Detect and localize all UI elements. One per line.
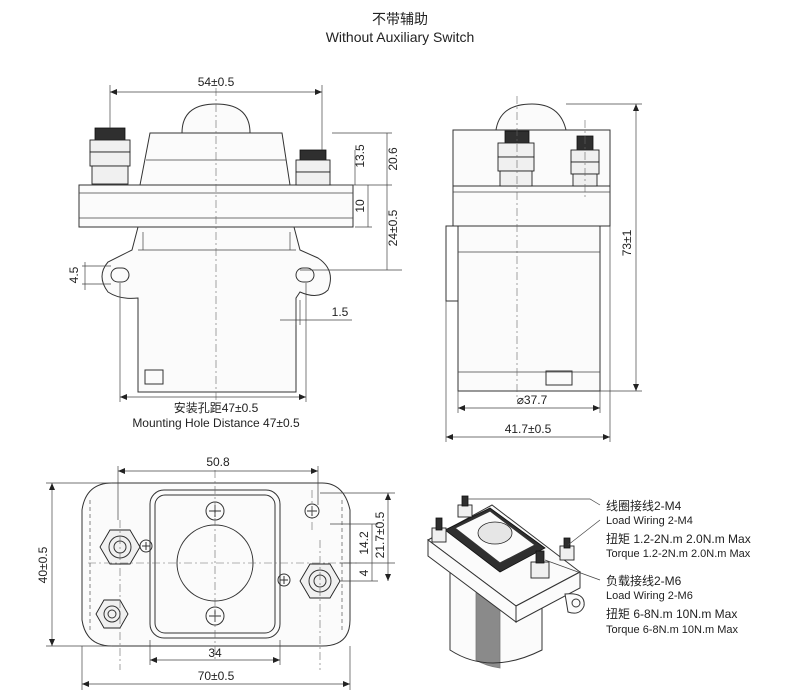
dim-top-height-right: 21.7±0.5 [373, 511, 387, 558]
callout-coil-cn: 线圈接线2-M4 [606, 498, 682, 513]
dim-side-diameter: ⌀37.7 [517, 393, 548, 407]
dim-top-center: 34 [208, 646, 222, 660]
dim-front-h-lower: 24±0.5 [386, 209, 400, 246]
callout-load-cn: 负载接线2-M6 [606, 573, 682, 588]
callout-coil-torque-cn: 扭矩 1.2-2N.m 2.0N.m Max [606, 532, 751, 546]
side-dome [495, 103, 567, 131]
iso-dome [477, 521, 513, 545]
dim-top-width-bottom: 70±0.5 [198, 669, 235, 683]
isometric-view: 线圈接线2-M4 Load Wiring 2-M4 扭矩 1.2-2N.m 2.… [427, 495, 751, 669]
dim-side-width: 41.7±0.5 [505, 422, 552, 436]
drawing-title: 不带辅助 Without Auxiliary Switch [0, 10, 800, 46]
callout-load-en: Load Wiring 2-M6 [606, 590, 693, 602]
iso-stud-right [530, 550, 550, 579]
iso-stud-left [431, 517, 447, 543]
front-bracket [101, 226, 331, 393]
top-view: 50.8 34 70±0.5 40±0.5 21.7±0.5 14.2 4 [36, 455, 395, 690]
dim-top-height-left: 40±0.5 [36, 546, 50, 583]
dim-front-h-top: 20.6 [386, 147, 400, 171]
front-ear-slot-right [295, 267, 315, 283]
front-cap [139, 132, 291, 186]
front-view: 54±0.5 20.6 13.5 10 24±0.5 4.5 1.5 安装孔距4… [67, 75, 402, 430]
dim-front-slot: 4.5 [67, 266, 81, 283]
dim-front-h-mid: 13.5 [353, 144, 367, 168]
caption-hole-distance-cn: 安装孔距47±0.5 [174, 400, 259, 415]
side-body [457, 225, 601, 392]
screw-left-mid [139, 539, 153, 553]
iso-stud-coil [559, 537, 575, 561]
dim-top-width-top: 50.8 [206, 455, 230, 469]
side-bracket [445, 225, 459, 302]
iso-stud-top [457, 495, 473, 518]
title-english: Without Auxiliary Switch [325, 29, 475, 45]
front-ear-slot-left [110, 267, 130, 283]
dim-front-h-flange: 10 [353, 199, 367, 213]
dim-top-inner: 14.2 [357, 531, 371, 555]
callout-coil-en: Load Wiring 2-M4 [606, 515, 693, 527]
callout-coil-torque-en: Torque 1.2-2N.m 2.0N.m Max [606, 548, 751, 560]
dim-top-small: 4 [357, 569, 371, 576]
side-view: 73±1 ⌀37.7 41.7±0.5 [445, 96, 642, 442]
dim-front-offset: 1.5 [332, 305, 349, 319]
dim-front-width: 54±0.5 [198, 75, 235, 89]
callout-load-torque-en: Torque 6-8N.m 10N.m Max [606, 624, 739, 636]
title-chinese: 不带辅助 [372, 11, 428, 27]
dim-side-height: 73±1 [620, 229, 634, 256]
screw-right-mid [277, 573, 291, 587]
side-flange [452, 185, 611, 227]
callout-load-torque-cn: 扭矩 6-8N.m 10N.m Max [606, 607, 737, 621]
caption-hole-distance-en: Mounting Hole Distance 47±0.5 [132, 416, 300, 430]
